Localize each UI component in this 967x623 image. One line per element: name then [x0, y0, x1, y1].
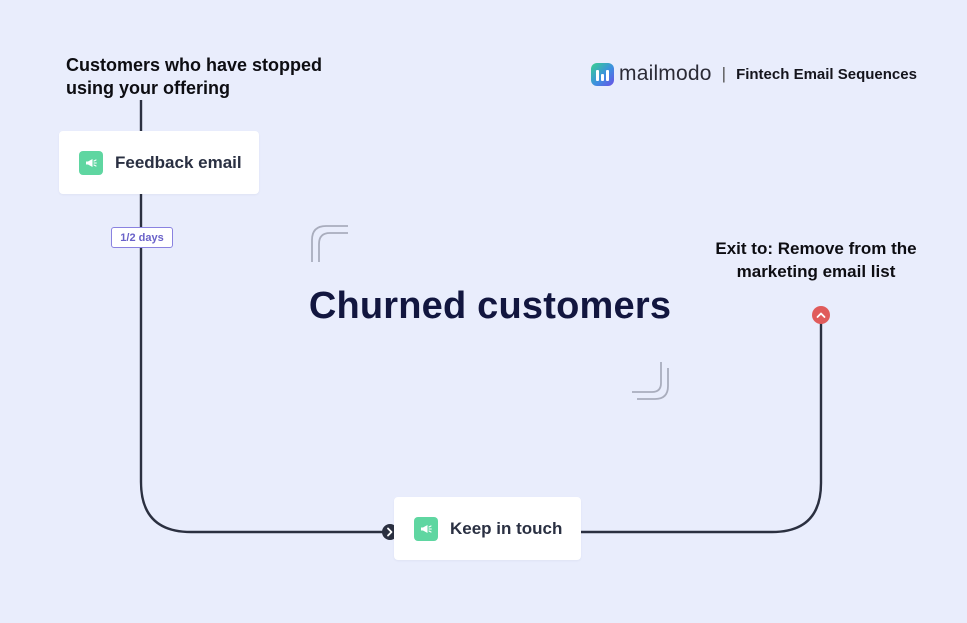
- node-keep-in-touch[interactable]: Keep in touch: [394, 497, 581, 560]
- brand-header: mailmodo | Fintech Email Sequences: [591, 61, 917, 87]
- entry-condition-label: Customers who have stopped using your of…: [66, 55, 323, 98]
- node-feedback-email[interactable]: Feedback email: [59, 131, 259, 194]
- delay-badge: 1/2 days: [111, 227, 173, 248]
- exit-condition-label: Exit to: Remove from the marketing email…: [715, 239, 917, 281]
- brand-name: mailmodo: [619, 62, 712, 85]
- mailmodo-logo-icon: [591, 62, 614, 86]
- megaphone-icon: [414, 516, 438, 541]
- brand-subtitle: Fintech Email Sequences: [736, 65, 917, 83]
- corner-bracket-bottom-right-icon: [632, 362, 669, 400]
- node-label: Feedback email: [115, 152, 242, 172]
- megaphone-icon: [79, 150, 103, 175]
- flow-line-exit: [581, 315, 823, 534]
- flow-line-main: [139, 100, 388, 534]
- brand-separator: |: [721, 64, 727, 83]
- corner-bracket-top-left-icon: [311, 225, 348, 262]
- diagram-title: Churned customers: [308, 285, 672, 327]
- exit-marker-icon: [812, 306, 830, 324]
- node-label: Keep in touch: [450, 518, 563, 538]
